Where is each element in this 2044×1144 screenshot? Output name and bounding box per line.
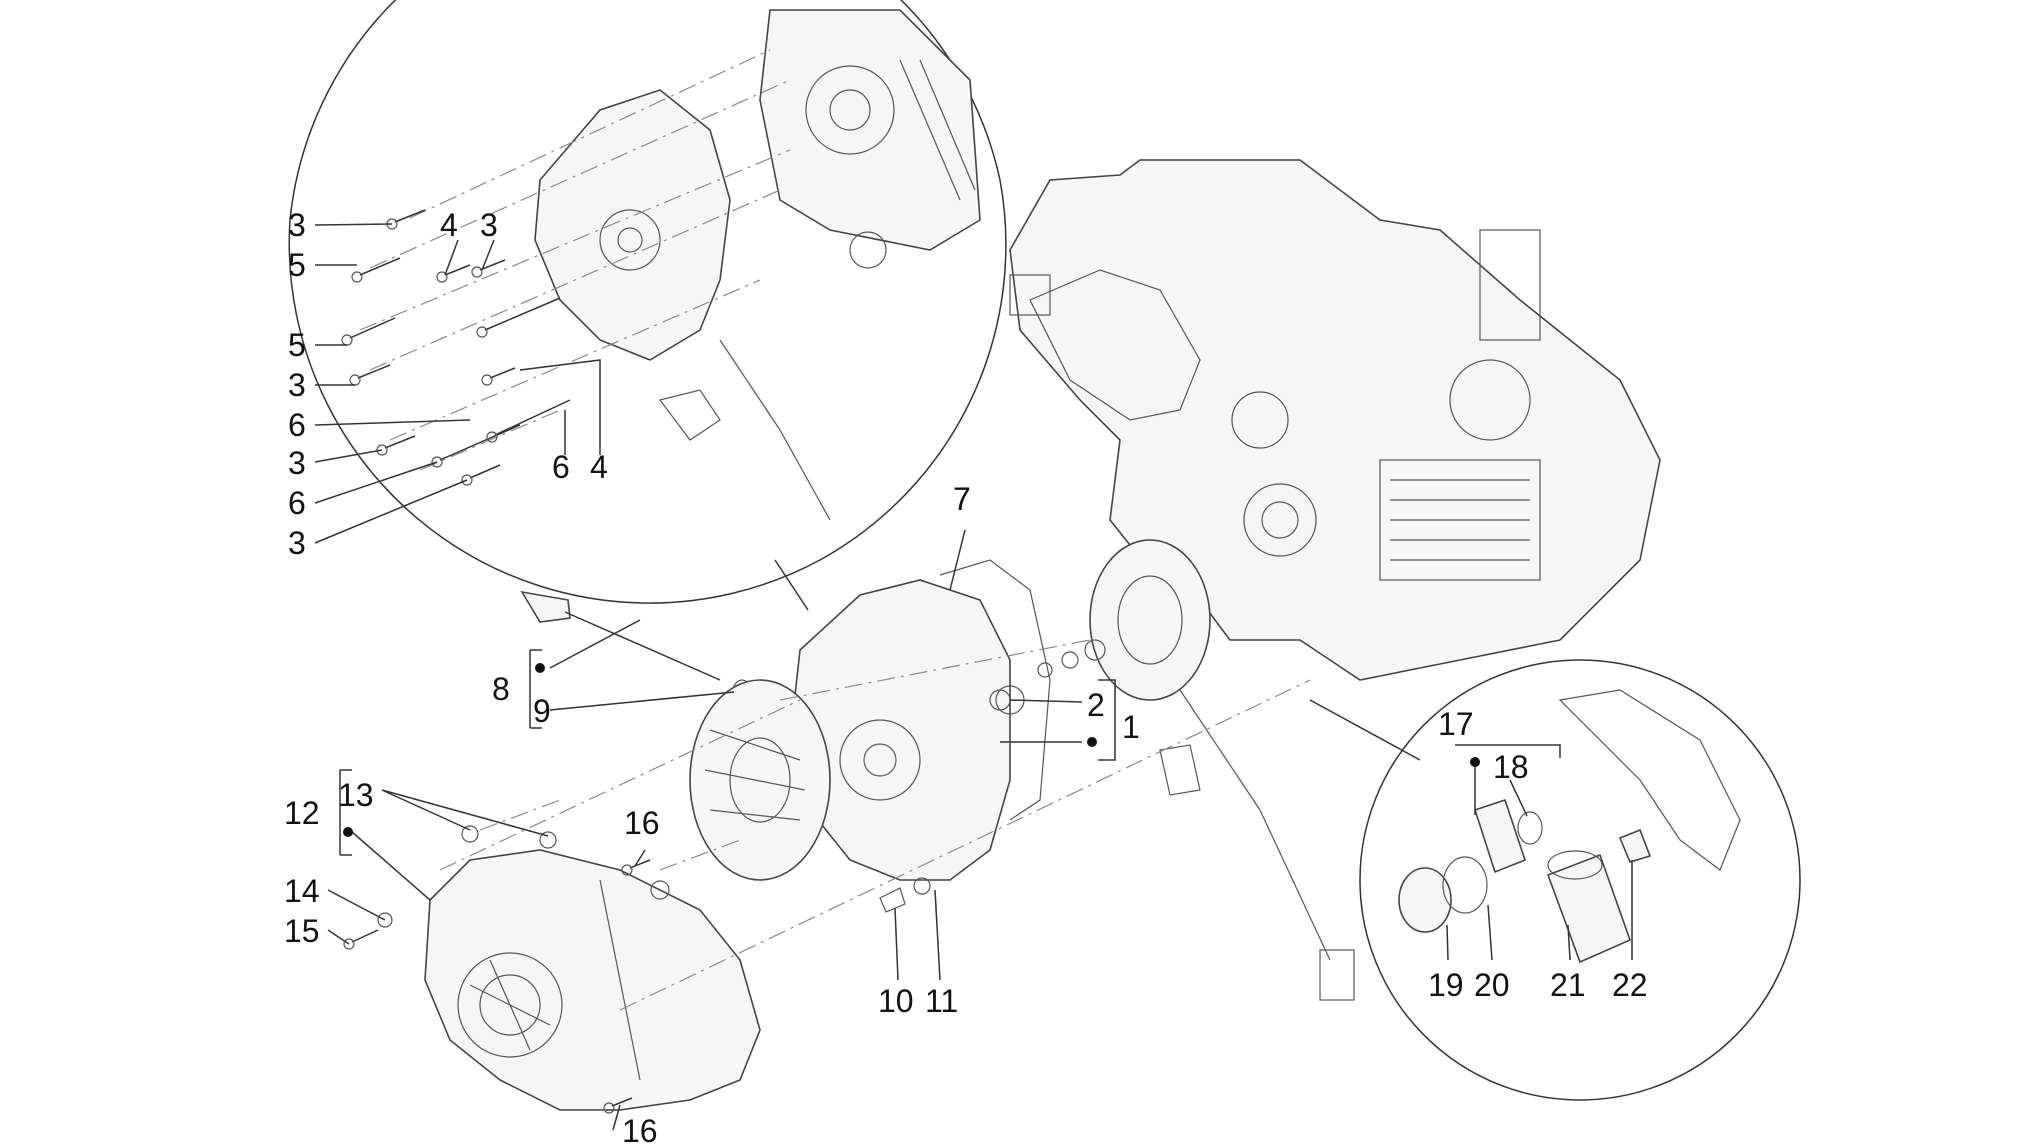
oil-filter-group bbox=[1398, 689, 1741, 964]
main-assembly-lines bbox=[439, 639, 1311, 1011]
label-1: 1 bbox=[1122, 709, 1140, 745]
label-16-b: 16 bbox=[622, 1113, 658, 1144]
label-6-c: 6 bbox=[552, 449, 570, 485]
part-labels: 3 5 4 3 5 3 6 3 6 3 6 4 7 8 9 2 1 13 12 … bbox=[284, 207, 1648, 1144]
detail-leader-small bbox=[1309, 699, 1421, 761]
cooling-fan bbox=[689, 679, 831, 881]
stator-rotor bbox=[1037, 539, 1355, 1001]
label-3-a: 3 bbox=[288, 207, 306, 243]
detail-circle-small bbox=[1359, 659, 1801, 1101]
label-6-b: 6 bbox=[288, 485, 306, 521]
label-19: 19 bbox=[1428, 967, 1464, 1003]
label-13: 13 bbox=[338, 777, 374, 813]
label-18: 18 bbox=[1493, 749, 1529, 785]
detail-leader-large bbox=[774, 559, 809, 611]
label-5-a: 5 bbox=[288, 247, 306, 283]
fan-shroud-cover bbox=[424, 849, 761, 1111]
detail-engine-internals bbox=[759, 9, 981, 269]
label-3-c: 3 bbox=[288, 367, 306, 403]
label-22: 22 bbox=[1612, 967, 1648, 1003]
label-2: 2 bbox=[1087, 687, 1105, 723]
label-3-d: 3 bbox=[288, 445, 306, 481]
label-4-a: 4 bbox=[440, 207, 458, 243]
label-7: 7 bbox=[953, 481, 971, 517]
label-5-b: 5 bbox=[288, 327, 306, 363]
label-4-b: 4 bbox=[590, 449, 608, 485]
label-20: 20 bbox=[1474, 967, 1510, 1003]
crankcase-cover bbox=[789, 559, 1051, 881]
detail-assembly-lines bbox=[359, 49, 791, 471]
label-9: 9 bbox=[533, 693, 551, 729]
label-21: 21 bbox=[1550, 967, 1586, 1003]
label-17: 17 bbox=[1438, 706, 1474, 742]
label-6-a: 6 bbox=[288, 407, 306, 443]
label-3-b: 3 bbox=[480, 207, 498, 243]
detail-crankcase-cover bbox=[534, 89, 831, 521]
label-15: 15 bbox=[284, 913, 320, 949]
bullet-dots bbox=[343, 663, 1480, 837]
label-10: 10 bbox=[878, 983, 914, 1019]
detail-circle-large bbox=[288, 0, 1007, 604]
label-8: 8 bbox=[492, 671, 510, 707]
leader-lines bbox=[314, 223, 1633, 1131]
label-16-a: 16 bbox=[624, 805, 660, 841]
detail-bolts bbox=[341, 209, 571, 486]
oil-dipstick bbox=[520, 590, 752, 705]
label-3-e: 3 bbox=[288, 525, 306, 561]
small-parts bbox=[343, 689, 1011, 1114]
label-14: 14 bbox=[284, 873, 320, 909]
label-11: 11 bbox=[925, 983, 958, 1019]
label-12: 12 bbox=[284, 795, 320, 831]
